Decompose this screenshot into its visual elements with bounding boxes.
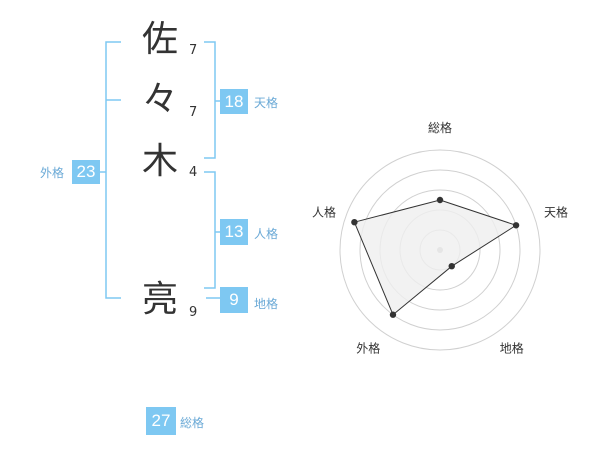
radar-axis-label-4: 外格	[356, 341, 380, 356]
jinkaku-bracket	[204, 171, 216, 289]
radar-data-polygon	[353, 199, 518, 316]
gaikaku-label: 外格	[40, 166, 65, 180]
radar-grid-ring-5	[339, 149, 541, 351]
name-char-4: 亮	[142, 279, 179, 320]
radar-point-4	[389, 311, 397, 318]
gaikaku-badge: 23	[72, 160, 100, 184]
radar-grid-ring-4	[359, 169, 521, 331]
soukaku-badge: 27	[146, 407, 176, 435]
soukaku-label: 総格	[180, 416, 205, 430]
jinkaku-label: 人格	[254, 227, 279, 241]
radar-point-2	[512, 222, 520, 229]
name-char-1: 佐	[142, 19, 179, 60]
radar-axis-label-2: 天格	[544, 204, 568, 219]
jinkaku-badge: 13	[220, 219, 248, 245]
tenkaku-label: 天格	[254, 96, 279, 110]
gaikaku-bracket	[105, 41, 121, 299]
stroke-count-1: 7	[189, 43, 198, 58]
stroke-count-4: 9	[189, 305, 198, 320]
radar-point-3	[448, 262, 455, 270]
radar-point-5	[351, 218, 358, 226]
radar-axis-label-1: 総格	[428, 120, 452, 135]
chikaku-label: 地格	[254, 297, 279, 311]
radar-axis-label-3: 地格	[500, 341, 524, 356]
radar-point-1	[436, 196, 444, 204]
chikaku-badge: 9	[220, 287, 248, 313]
tenkaku-badge: 18	[220, 89, 248, 114]
name-char-3: 木	[142, 141, 179, 182]
radar-axis-label-5: 人格	[312, 204, 336, 219]
stroke-count-3: 4	[189, 165, 198, 180]
tenkaku-bracket	[204, 41, 216, 159]
stroke-count-2: 7	[189, 105, 198, 120]
name-char-2: 々	[142, 79, 179, 120]
